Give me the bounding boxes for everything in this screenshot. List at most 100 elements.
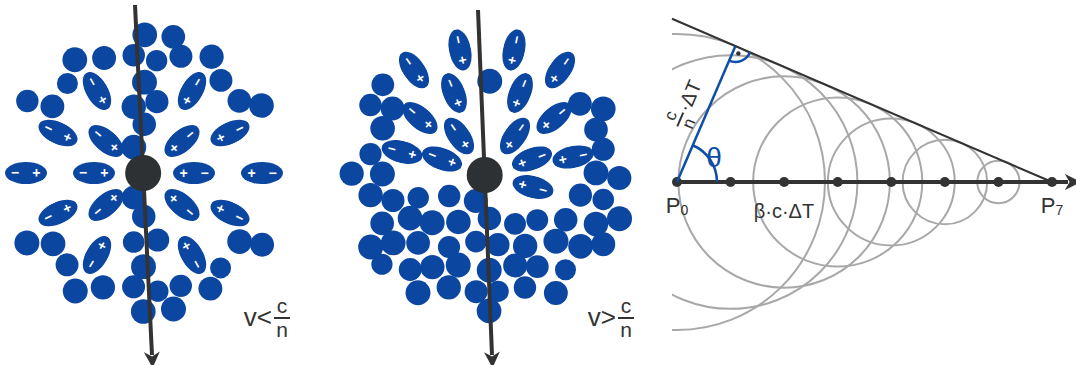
molecule — [514, 276, 536, 298]
denominator: n — [679, 116, 699, 132]
molecule — [568, 92, 592, 116]
fraction: cn — [274, 295, 291, 341]
molecule — [123, 231, 145, 253]
molecule — [503, 253, 527, 277]
polarized-molecule: −+ — [5, 162, 47, 184]
position-dot — [940, 177, 950, 187]
molecule — [198, 277, 222, 301]
negative-sign: − — [268, 166, 276, 180]
molecule — [62, 47, 87, 72]
molecule-ellipse — [510, 171, 556, 203]
molecule — [358, 183, 382, 207]
molecule — [526, 209, 548, 231]
molecule — [340, 161, 364, 185]
molecule-ellipse — [73, 162, 115, 184]
molecule — [170, 275, 192, 297]
molecule-ellipse — [159, 183, 205, 227]
molecule — [359, 94, 381, 116]
molecule — [169, 45, 192, 68]
polarized-molecule: −+ — [83, 119, 129, 163]
polarized-molecule: −+ — [173, 162, 215, 184]
negative-sign: − — [11, 166, 19, 180]
molecule — [554, 208, 577, 231]
polarized-molecule: −+ — [502, 70, 538, 117]
molecule — [91, 275, 115, 299]
molecule-ellipse — [171, 232, 211, 279]
molecule — [14, 230, 39, 255]
molecule — [399, 258, 422, 281]
label-text: P — [666, 194, 681, 217]
molecule-cluster — [14, 22, 274, 323]
polarized-molecule: −+ — [171, 67, 211, 114]
molecule — [41, 231, 66, 256]
polarized-molecule: −+ — [396, 96, 442, 140]
polarized-molecule: −+ — [171, 232, 211, 279]
molecule-ellipse — [171, 67, 211, 114]
molecule — [408, 187, 429, 208]
molecule — [446, 210, 471, 235]
molecule — [607, 206, 632, 231]
molecule-ellipse — [83, 183, 129, 227]
light-radius — [677, 46, 735, 182]
polarized-molecule: −+ — [73, 162, 115, 184]
molecule — [371, 254, 392, 275]
positive-sign: + — [179, 166, 187, 180]
molecule — [123, 44, 145, 66]
molecule — [420, 210, 445, 235]
label-text: β·c·ΔT — [754, 201, 814, 222]
speed-condition: v<cn — [244, 295, 293, 341]
molecule — [199, 45, 223, 69]
molecule — [161, 296, 186, 321]
molecule — [227, 229, 252, 254]
position-dot — [779, 177, 789, 187]
denominator: n — [620, 319, 632, 341]
molecule — [591, 232, 615, 256]
molecule — [543, 229, 568, 254]
polarized-molecule: −+ — [206, 114, 253, 152]
position-dot — [726, 177, 736, 187]
label-text: ·ΔT — [674, 78, 706, 116]
polarized-molecule: −+ — [34, 114, 81, 152]
speed-condition: v>cn — [588, 295, 637, 341]
label-text: θ — [706, 143, 722, 172]
positive-sign: + — [32, 166, 40, 180]
molecule-ellipse — [393, 47, 435, 94]
negative-sign: − — [79, 166, 87, 180]
molecule — [584, 160, 609, 185]
label-text: v> — [588, 304, 616, 331]
molecule-ellipse — [539, 47, 581, 94]
molecule — [57, 73, 78, 94]
molecule — [92, 46, 116, 70]
molecule — [381, 231, 406, 256]
molecule — [446, 253, 471, 278]
molecule — [555, 259, 576, 280]
molecule — [122, 275, 145, 298]
molecule-ellipse — [76, 232, 116, 279]
numerator: c — [618, 295, 635, 319]
polarized-molecule: −+ — [34, 194, 81, 232]
molecule — [592, 189, 614, 211]
label-text: v< — [244, 304, 272, 331]
right-angle-dot — [736, 51, 740, 55]
molecule — [250, 233, 274, 257]
molecule — [420, 255, 444, 279]
molecule — [131, 254, 156, 279]
polarized-molecule: −+ — [436, 70, 472, 117]
position-dot — [886, 177, 896, 187]
molecule-ellipse — [5, 162, 47, 184]
polarized-molecule: −+ — [76, 232, 116, 279]
polarized-molecule: −+ — [393, 47, 435, 94]
polarized-molecule: −+ — [159, 119, 205, 163]
molecule — [465, 231, 487, 253]
polarized-molecule: −+ — [498, 27, 528, 73]
denominator: n — [276, 319, 288, 341]
molecule — [145, 90, 168, 113]
light-distance: cn·ΔT — [659, 75, 714, 137]
molecule — [569, 184, 592, 207]
molecule — [592, 138, 615, 161]
molecule — [63, 279, 88, 304]
molecule — [16, 90, 38, 112]
molecule — [56, 253, 79, 276]
label-text: P — [1041, 194, 1056, 217]
molecule — [146, 228, 169, 251]
